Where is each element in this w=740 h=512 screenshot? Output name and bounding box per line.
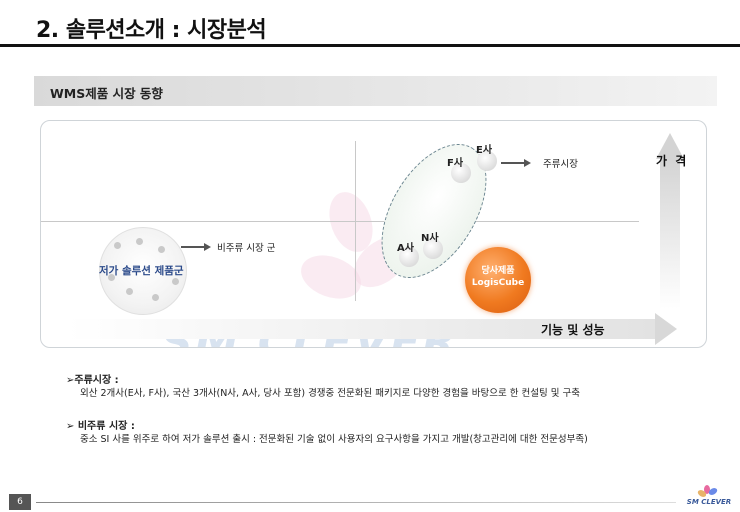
our-product-label-line2: LogisCube: [471, 278, 525, 288]
company-label-n: N사: [421, 233, 439, 244]
company-label-f: F사: [447, 158, 464, 169]
non-mainstream-note-body: 중소 SI 사를 위주로 하여 저가 솔루션 출시 : 전문화된 기술 없이 사…: [80, 434, 588, 445]
section-title: WMS제품 시장 동향: [50, 86, 163, 101]
our-product-bubble: [465, 247, 531, 313]
non-mainstream-label: 비주류 시장 군: [217, 243, 276, 254]
price-axis: [660, 159, 680, 309]
page-title: 2. 솔루션소개 : 시장분석: [36, 12, 267, 44]
page-number: 6: [9, 494, 31, 510]
circle-dot: [158, 246, 165, 253]
mainstream-arrow-line: [501, 162, 525, 164]
price-arrow-head: [656, 133, 684, 159]
non-mainstream-arrow-line: [181, 246, 205, 248]
company-bubble-f: [451, 163, 471, 183]
mainstream-note-body: 외산 2개사(E사, F사), 국산 3개사(N사, A사, 당사 포함) 경쟁…: [80, 388, 580, 399]
circle-dot: [126, 288, 133, 295]
logo-flower-icon: [704, 485, 710, 494]
company-bubble-a: [399, 247, 419, 267]
performance-arrow-head: [655, 313, 677, 345]
non-mainstream-note: ➢ 비주류 시장 : 중소 SI 사를 위주로 하여 저가 솔루션 출시 : 전…: [66, 420, 696, 446]
page-title-suffix: 시장분석: [187, 18, 267, 43]
circle-dot: [172, 278, 179, 285]
circle-dot: [136, 238, 143, 245]
mainstream-label: 주류시장: [543, 159, 578, 170]
mainstream-arrow-head: [524, 159, 531, 167]
mainstream-note-heading: ➢주류시장 :: [66, 375, 119, 386]
section-header: WMS제품 시장 동향: [34, 76, 717, 106]
performance-axis: [67, 319, 657, 339]
horizontal-divider: [41, 221, 639, 222]
company-label-a: A사: [397, 243, 414, 254]
mainstream-note: ➢주류시장 : 외산 2개사(E사, F사), 국산 3개사(N사, A사, 당…: [66, 374, 696, 400]
performance-axis-label: 기능 및 성능: [541, 323, 605, 337]
page-title-prefix: 2. 솔루션소개 :: [36, 18, 188, 43]
circle-dot: [108, 274, 115, 281]
our-product-label: 당사제품 LogisCube: [465, 265, 531, 289]
our-product-label-line1: 당사제품: [481, 266, 515, 276]
title-divider: [0, 44, 740, 47]
low-cost-solutions-circle: [99, 227, 187, 315]
circle-dot: [114, 242, 121, 249]
circle-dot: [152, 294, 159, 301]
logo-text: SM CLEVER: [686, 498, 732, 506]
price-axis-label: 가 격: [656, 154, 689, 168]
flower-petal-decoration: [295, 247, 367, 307]
non-mainstream-arrow-head: [204, 243, 211, 251]
company-label-e: E사: [476, 145, 493, 156]
company-bubble-e: [477, 151, 497, 171]
non-mainstream-note-heading: ➢ 비주류 시장 :: [66, 421, 135, 432]
market-notes: ➢주류시장 : 외산 2개사(E사, F사), 국산 3개사(N사, A사, 당…: [66, 374, 696, 446]
footer-divider: [36, 502, 676, 503]
market-diagram: SM CLEVER 가 격 기능 및 성능 E사 F사 N사 A사 주류시장 당…: [40, 120, 707, 348]
low-cost-solutions-label: 저가 솔루션 제품군: [99, 265, 184, 277]
company-logo: SM CLEVER: [684, 485, 734, 509]
company-bubble-n: [423, 239, 443, 259]
